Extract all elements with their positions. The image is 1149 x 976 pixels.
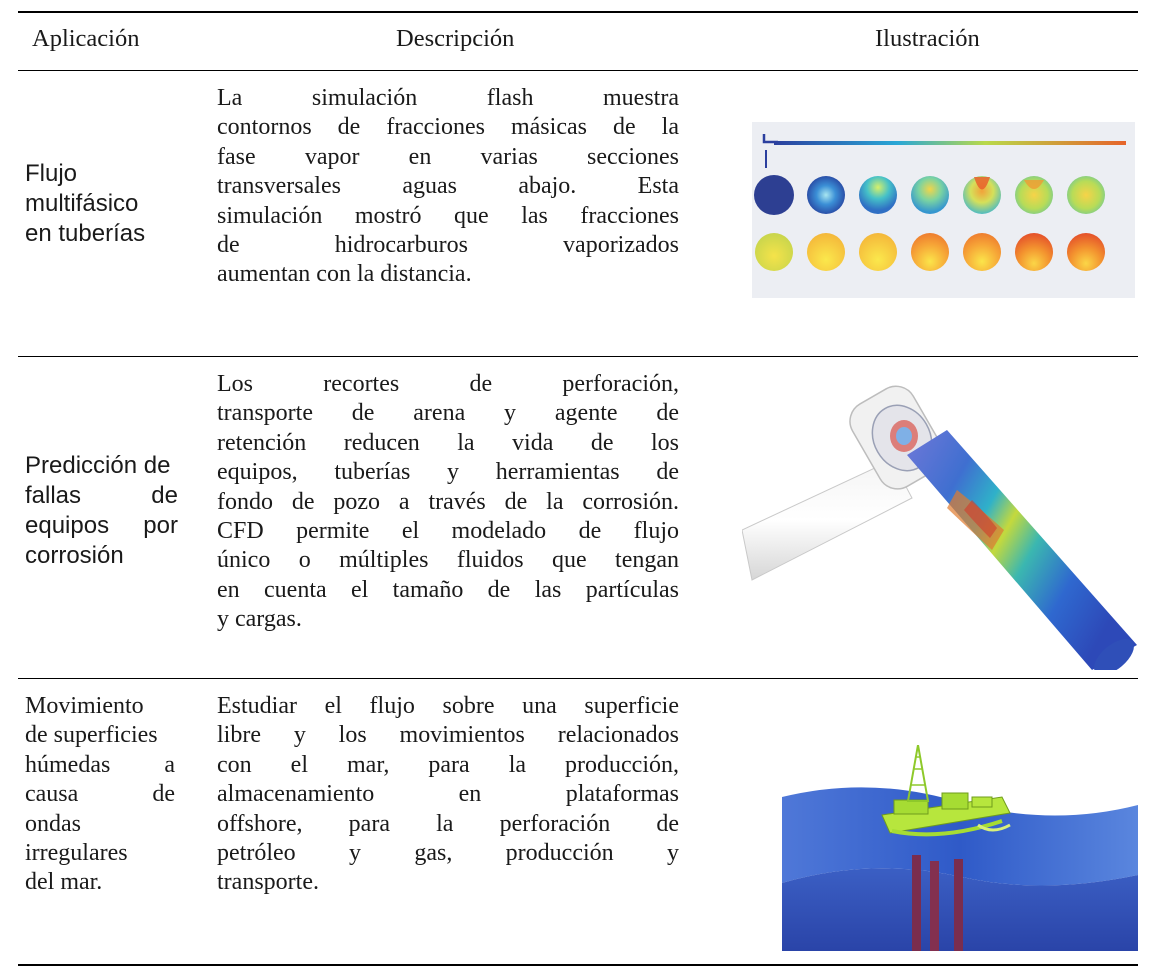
offshore-platform-waves-icon — [782, 745, 1138, 951]
row1-description-line: La simulación flash muestra — [217, 85, 679, 111]
header-application: Aplicación — [32, 25, 140, 52]
row1-description-line: simulación mostró que las fracciones — [217, 202, 679, 229]
row1-description-line: contornos de fracciones másicas de la — [217, 114, 679, 141]
row1-application-line: Flujo — [25, 160, 78, 187]
row1-description-line: transversales aguas abajo. Esta — [217, 173, 679, 200]
row3-application: Movimiento de superficies húmedas a caus… — [25, 692, 175, 898]
row3-description-line: con el mar, para la producción, — [217, 751, 679, 778]
row3-description-line: Estudiar el flujo sobre una superficie — [217, 693, 679, 719]
row3-application-line: de superficies — [25, 722, 158, 749]
header-description: Descripción — [396, 25, 515, 52]
row2-description-line: equipos, tuberías y herramientas de — [217, 459, 679, 486]
row2-description-line: CFD permite el modelado de flujo — [217, 518, 679, 545]
row3-application-line: del mar. — [25, 869, 103, 896]
row2-description-line: y cargas. — [217, 606, 302, 633]
pipe-elbow-erosion-contours-icon — [742, 385, 1137, 670]
header-illustration: Ilustración — [875, 25, 980, 52]
row2-application-line: equipos por — [25, 512, 178, 539]
row2-description: Los recortes de perforación, transporte … — [217, 370, 679, 635]
row1-application: Flujo multifásico en tuberías — [25, 159, 181, 249]
row-divider-1 — [18, 356, 1138, 357]
row2-application-line: fallas de — [25, 482, 178, 509]
row1-description-line: de hidrocarburos vaporizados — [217, 232, 679, 259]
row3-application-line: causa de — [25, 781, 175, 808]
row1-description: La simulación flash muestra contornos de… — [217, 84, 679, 290]
pipe-cross-section-contours-icon — [752, 122, 1135, 298]
table-bottom-rule — [18, 964, 1138, 966]
row3-description-line: petróleo y gas, producción y — [217, 840, 679, 867]
row2-description-line: en cuenta el tamaño de las partículas — [217, 576, 679, 603]
header-bottom-rule — [18, 70, 1138, 71]
row3-application-line: irregulares — [25, 840, 128, 867]
row3-application-line: ondas — [25, 810, 81, 837]
row1-description-line: fase vapor en varias secciones — [217, 143, 679, 170]
row2-description-line: transporte de arena y agente de — [217, 400, 679, 427]
row3-description-line: almacenamiento en plataformas — [217, 781, 679, 808]
row3-description-line: offshore, para la perforación de — [217, 810, 679, 837]
row2-description-line: retención reducen la vida de los — [217, 429, 679, 456]
row3-description: Estudiar el flujo sobre una superficie l… — [217, 692, 679, 898]
row2-description-line: Los recortes de perforación, — [217, 371, 679, 397]
row1-application-line: en tuberías — [25, 220, 146, 247]
row1-description-line: aumentan con la distancia. — [217, 261, 472, 288]
row1-application-line: multifásico — [25, 190, 139, 217]
row3-description-line: transporte. — [217, 869, 319, 896]
row2-description-line: único o múltiples fluidos que tengan — [217, 547, 679, 574]
row3-application-line: Movimiento — [25, 693, 144, 719]
row3-description-line: libre y los movimientos relacionados — [217, 722, 679, 749]
table-top-rule — [18, 11, 1138, 13]
row2-application-line: Predicción de — [25, 452, 171, 479]
row3-application-line: húmedas a — [25, 751, 175, 778]
row2-application-line: corrosión — [25, 542, 124, 569]
row2-description-line: fondo de pozo a través de la corrosión. — [217, 488, 679, 515]
row2-application: Predicción de fallas de equipos por corr… — [25, 451, 178, 571]
row-divider-2 — [18, 678, 1138, 679]
